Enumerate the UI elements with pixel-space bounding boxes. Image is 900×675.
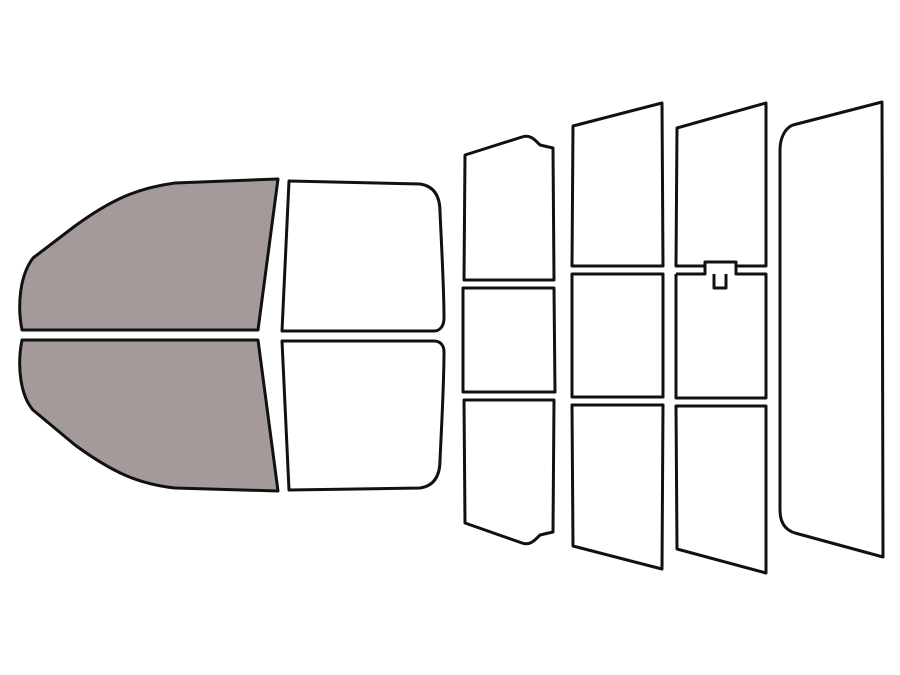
pane-rear-left-middle[interactable] — [461, 286, 557, 394]
pane-driver-front-lower[interactable] — [18, 338, 280, 493]
pane-rear-center-right-middle[interactable] — [674, 260, 768, 400]
pane-rear-left-top[interactable] — [462, 134, 556, 282]
pane-rear-center-left-bottom[interactable] — [570, 403, 665, 571]
pane-rear-center-left-top[interactable] — [570, 101, 665, 268]
pane-rear-center-left-middle[interactable] — [570, 272, 665, 399]
pane-rear-left-bottom[interactable] — [462, 398, 556, 546]
pane-driver-rear-lower[interactable] — [280, 339, 446, 492]
pane-driver-front-upper[interactable] — [18, 177, 280, 332]
pane-windshield[interactable] — [778, 100, 885, 559]
pane-rear-center-right-bottom[interactable] — [674, 404, 768, 575]
pane-driver-rear-upper[interactable] — [280, 179, 446, 333]
pane-rear-center-right-top[interactable] — [674, 101, 768, 268]
